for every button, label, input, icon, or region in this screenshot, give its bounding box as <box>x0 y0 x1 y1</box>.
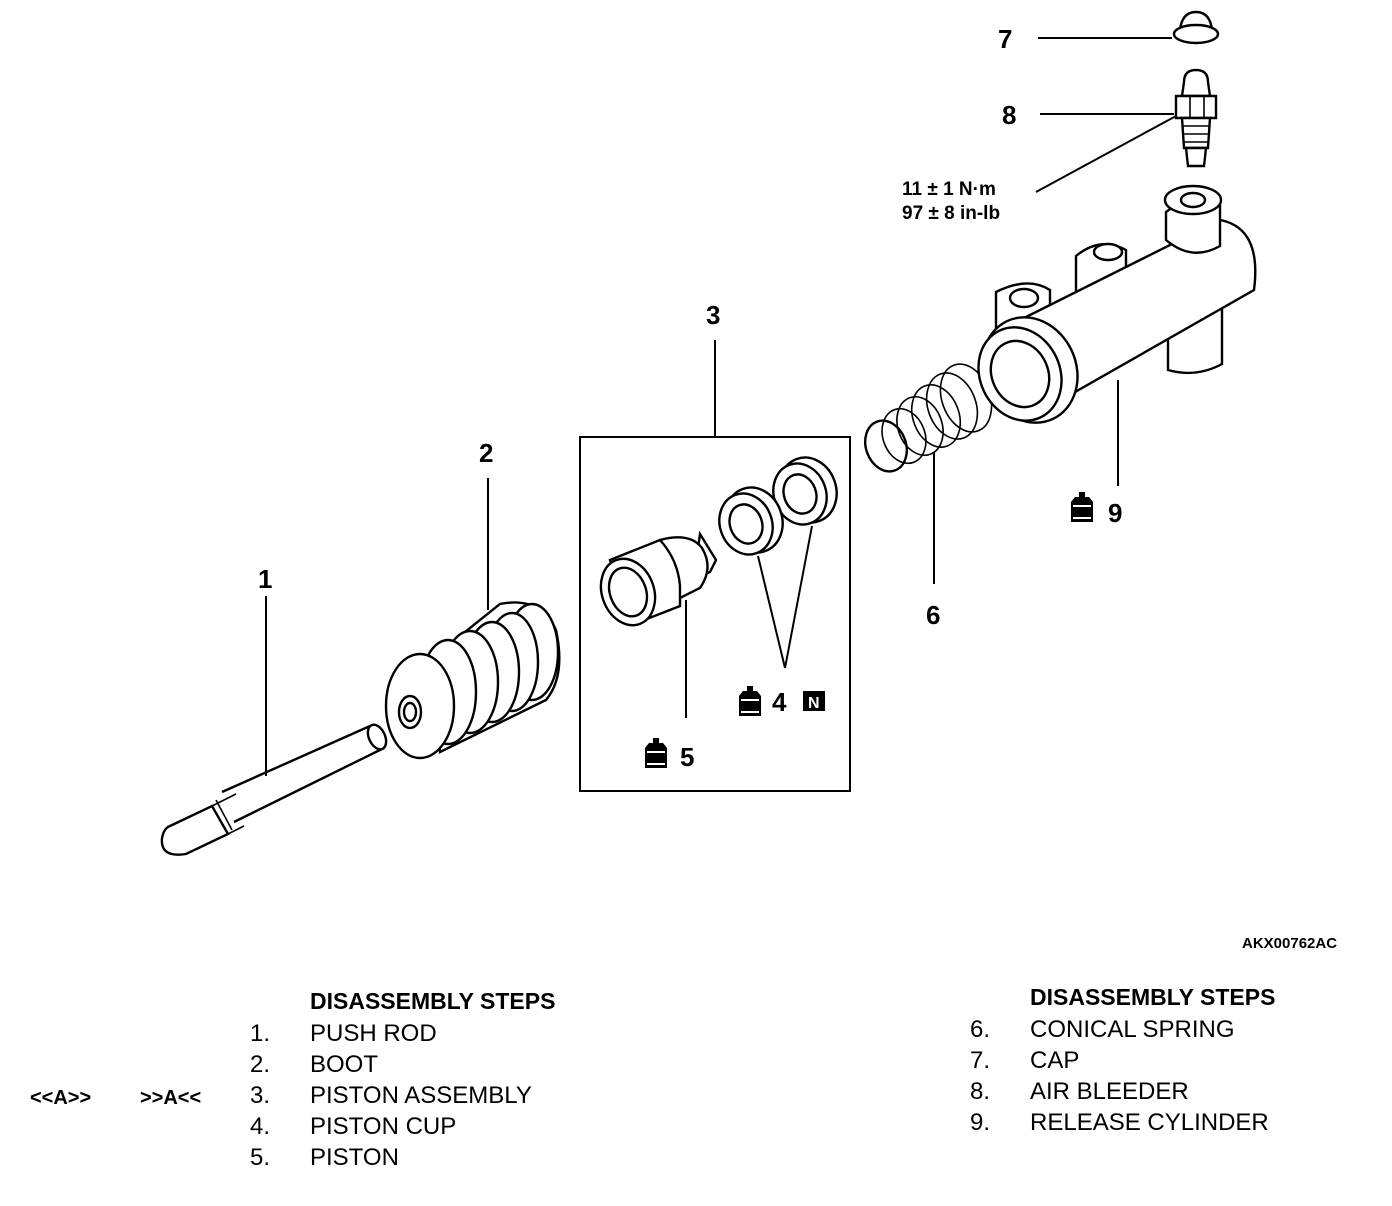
air-bleeder-part <box>1174 68 1218 168</box>
grease-icon <box>1071 492 1093 522</box>
new-part-badge <box>803 691 825 711</box>
callout-1: 1 <box>258 564 272 594</box>
release-cylinder-part <box>977 184 1257 424</box>
callout-5: 5 <box>680 742 694 772</box>
grease-icon <box>645 738 667 768</box>
grease-icon <box>739 686 761 716</box>
callout-4: 4 <box>772 687 787 717</box>
torque-metric: 11 ± 1 N·m <box>902 179 996 200</box>
new-part-badge-label: N <box>808 695 820 712</box>
step-item: 2. BOOT <box>250 1051 379 1078</box>
steps-heading: DISASSEMBLY STEPS <box>310 988 556 1014</box>
step-item: 8. AIR BLEEDER <box>970 1078 1189 1105</box>
step-item: 1. PUSH ROD <box>250 1020 437 1047</box>
push-rod-part <box>160 723 388 856</box>
callout-7: 7 <box>998 24 1012 54</box>
callout-3: 3 <box>706 300 720 330</box>
step-item: <<A>> >>A<< 3. PISTON ASSEMBLY <box>0 1080 700 1111</box>
step-item: 6. CONICAL SPRING <box>970 1016 1235 1043</box>
step-item: 7. CAP <box>970 1047 1080 1074</box>
callout-9: 9 <box>1108 498 1122 528</box>
installation-service-point-tag: >>A<< <box>140 1087 202 1109</box>
step-item: 5. PISTON <box>250 1144 399 1171</box>
piston-cup-part <box>718 456 838 556</box>
boot-part <box>384 601 561 760</box>
step-item: 9. RELEASE CYLINDER <box>970 1109 1269 1136</box>
callout-8: 8 <box>1002 100 1016 130</box>
torque-imperial: 97 ± 8 in-lb <box>902 203 1000 224</box>
step-item: 4. PISTON CUP <box>250 1113 457 1140</box>
piston-part <box>599 530 718 627</box>
removal-service-point-tag: <<A>> <box>30 1087 92 1109</box>
steps-heading: DISASSEMBLY STEPS <box>1030 984 1276 1010</box>
callout-2: 2 <box>479 438 493 468</box>
conical-spring-part <box>864 363 993 473</box>
callout-6: 6 <box>926 600 940 630</box>
figure-id: AKX00762AC <box>1242 935 1337 952</box>
exploded-view-diagram: 1 2 3 4 5 6 7 8 9 N 11 ± 1 N·m 97 ± 8 in… <box>160 10 1337 952</box>
cap-part <box>1172 10 1220 45</box>
